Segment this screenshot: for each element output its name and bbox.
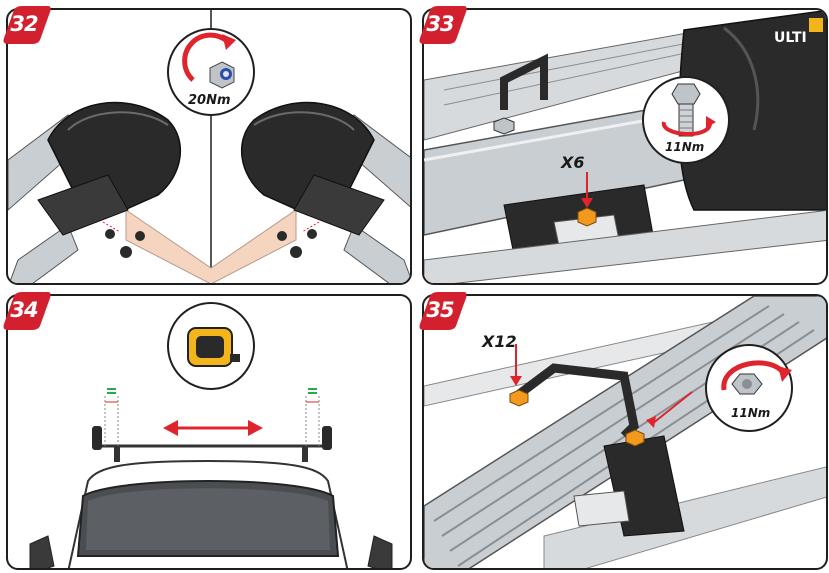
step-number-33: 33 bbox=[426, 12, 454, 36]
brand-logo: ULTI bbox=[774, 30, 807, 46]
double-arrow-icon bbox=[163, 420, 263, 436]
step-35-illustration bbox=[424, 296, 826, 568]
step-32-panel: 20Nm bbox=[6, 8, 412, 285]
step-35-panel: X12 11Nm bbox=[422, 294, 828, 570]
step-badge-34: 34 bbox=[2, 290, 54, 330]
step-33-panel: X6 11Nm ULTI bbox=[422, 8, 828, 285]
rotate-arrow-icon bbox=[182, 32, 230, 82]
torque-callout-33 bbox=[642, 76, 730, 164]
right-crossbar-assembly bbox=[240, 101, 410, 283]
step-34-illustration bbox=[29, 302, 393, 568]
rotate-arrow-icon bbox=[661, 121, 712, 136]
step-33-illustration bbox=[424, 10, 826, 283]
step-number-34: 34 bbox=[10, 298, 38, 322]
quantity-label-33: X6 bbox=[561, 153, 585, 172]
step-34-panel bbox=[6, 294, 412, 570]
hex-bolt-icon bbox=[671, 83, 701, 105]
left-crossbar-assembly bbox=[8, 101, 182, 283]
torque-callout-35 bbox=[705, 344, 793, 432]
quantity-label-35: X12 bbox=[482, 332, 517, 351]
step-badge-35: 35 bbox=[418, 290, 470, 330]
torque-label-33: 11Nm bbox=[665, 140, 705, 154]
orange-nut bbox=[577, 207, 597, 227]
tape-measure-callout bbox=[167, 302, 255, 390]
step-badge-33: 33 bbox=[418, 4, 470, 44]
torque-label-32: 20Nm bbox=[188, 93, 231, 108]
step-number-32: 32 bbox=[10, 12, 38, 36]
torque-callout-32 bbox=[167, 28, 255, 116]
measure-marks bbox=[104, 388, 320, 446]
step-number-35: 35 bbox=[426, 298, 454, 322]
step-32-illustration bbox=[8, 10, 410, 283]
tape-measure-icon bbox=[187, 327, 240, 367]
step-badge-32: 32 bbox=[2, 4, 54, 44]
torque-label-35: 11Nm bbox=[731, 406, 771, 420]
